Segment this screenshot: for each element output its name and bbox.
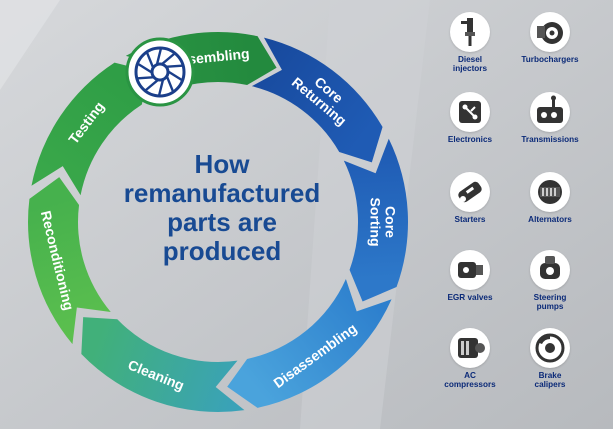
part-label-line: Alternators xyxy=(528,215,572,224)
wheel-spoke xyxy=(144,79,159,92)
part-label-line: Diesel xyxy=(457,55,483,64)
egr-valve-icon xyxy=(450,250,490,290)
part-label-line: pumps xyxy=(536,302,564,311)
part-label-line: calipers xyxy=(534,380,566,389)
step-segment-testing xyxy=(31,62,151,196)
wheel-spoke xyxy=(136,76,154,80)
brake-caliper-icon xyxy=(530,328,570,368)
steering-pump-icon xyxy=(530,250,570,290)
part-label-line: Turbochargers xyxy=(521,55,579,64)
part-egr-valves: EGR valves xyxy=(425,250,515,302)
part-turbochargers: Turbochargers xyxy=(505,12,595,64)
part-label-line: AC xyxy=(464,371,476,380)
wheel-icon xyxy=(125,37,195,107)
part-label-line: Steering xyxy=(533,293,567,302)
part-label-line: injectors xyxy=(452,64,488,73)
starter-icon xyxy=(450,172,490,212)
part-label: Starters xyxy=(425,215,515,224)
part-label: Electronics xyxy=(425,135,515,144)
part-electronics: Electronics xyxy=(425,92,515,144)
part-starters: Starters xyxy=(425,172,515,224)
part-label: Transmissions xyxy=(505,135,595,144)
part-label-line: Transmissions xyxy=(521,135,579,144)
part-label-line: compressors xyxy=(444,380,496,389)
turbocharger-icon xyxy=(530,12,570,52)
wheel-spoke xyxy=(137,62,153,74)
step-label-line: Core xyxy=(383,206,399,238)
part-label: Alternators xyxy=(505,215,595,224)
part-transmissions: Transmissions xyxy=(505,92,595,144)
transmission-icon xyxy=(530,92,570,132)
wheel-spoke xyxy=(157,79,164,97)
alternator-icon xyxy=(530,172,570,212)
part-alternators: Alternators xyxy=(505,172,595,224)
step-segment-reconditioning xyxy=(27,177,111,345)
wheel-spoke xyxy=(167,70,183,82)
step-segment-core-sorting xyxy=(343,138,408,302)
step-segment-cleaning xyxy=(81,317,245,412)
diesel-injector-icon xyxy=(450,12,490,52)
part-label: Turbochargers xyxy=(505,55,595,64)
part-label-line: Brake xyxy=(538,371,562,380)
part-label-line: EGR valves xyxy=(447,293,493,302)
wheel-spoke xyxy=(166,76,175,93)
step-label-line: Sorting xyxy=(368,198,384,247)
ac-compressor-icon xyxy=(450,328,490,368)
part-label-line: Starters xyxy=(454,215,486,224)
electronics-icon xyxy=(450,92,490,132)
part-label: EGR valves xyxy=(425,293,515,302)
step-segment-disassembling xyxy=(227,278,392,408)
process-cycle-diagram: CoreReturningCoreSortingDisassemblingCle… xyxy=(27,31,408,412)
wheel-spoke xyxy=(156,47,163,65)
step-segment-core-returning xyxy=(251,37,383,163)
wheel-spoke xyxy=(166,64,184,68)
part-label-line: Electronics xyxy=(447,135,493,144)
wheel-spoke xyxy=(145,51,154,68)
wheel-spoke xyxy=(161,52,176,65)
